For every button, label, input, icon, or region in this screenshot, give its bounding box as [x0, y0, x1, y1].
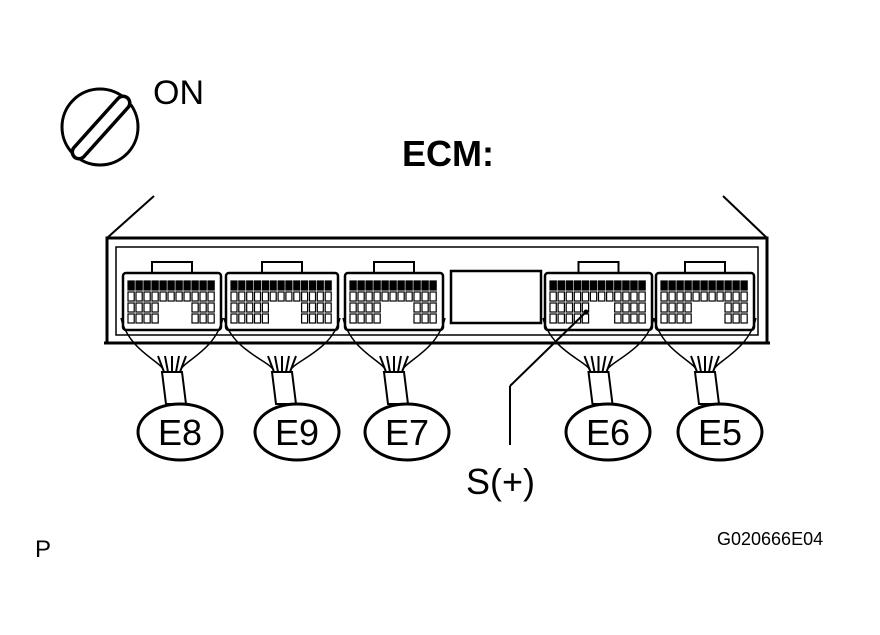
- ignition-switch-icon: [60, 87, 140, 167]
- connector-e7: E7: [342, 261, 451, 462]
- connector-label-e6: E6: [586, 412, 630, 453]
- connector-e6: E6: [542, 261, 655, 462]
- figure-code: G020666E04: [717, 529, 823, 549]
- terminal-leader: [509, 309, 589, 445]
- ecm-housing: [104, 195, 770, 345]
- connector-label-e5: E5: [698, 412, 742, 453]
- connector-label-e9: E9: [275, 412, 319, 453]
- connector-e8: E8: [120, 261, 224, 462]
- connector-e5: E5: [653, 261, 764, 462]
- footer-left-code: P: [35, 536, 51, 563]
- connector-label-e8: E8: [158, 412, 202, 453]
- ecm-center-window: [449, 269, 543, 325]
- connector-e9: E9: [223, 261, 341, 462]
- ignition-on-label: ON: [153, 74, 204, 112]
- terminal-label: S(+): [466, 461, 535, 502]
- connector-label-e7: E7: [385, 412, 429, 453]
- ecm-title: ECM:: [402, 133, 494, 174]
